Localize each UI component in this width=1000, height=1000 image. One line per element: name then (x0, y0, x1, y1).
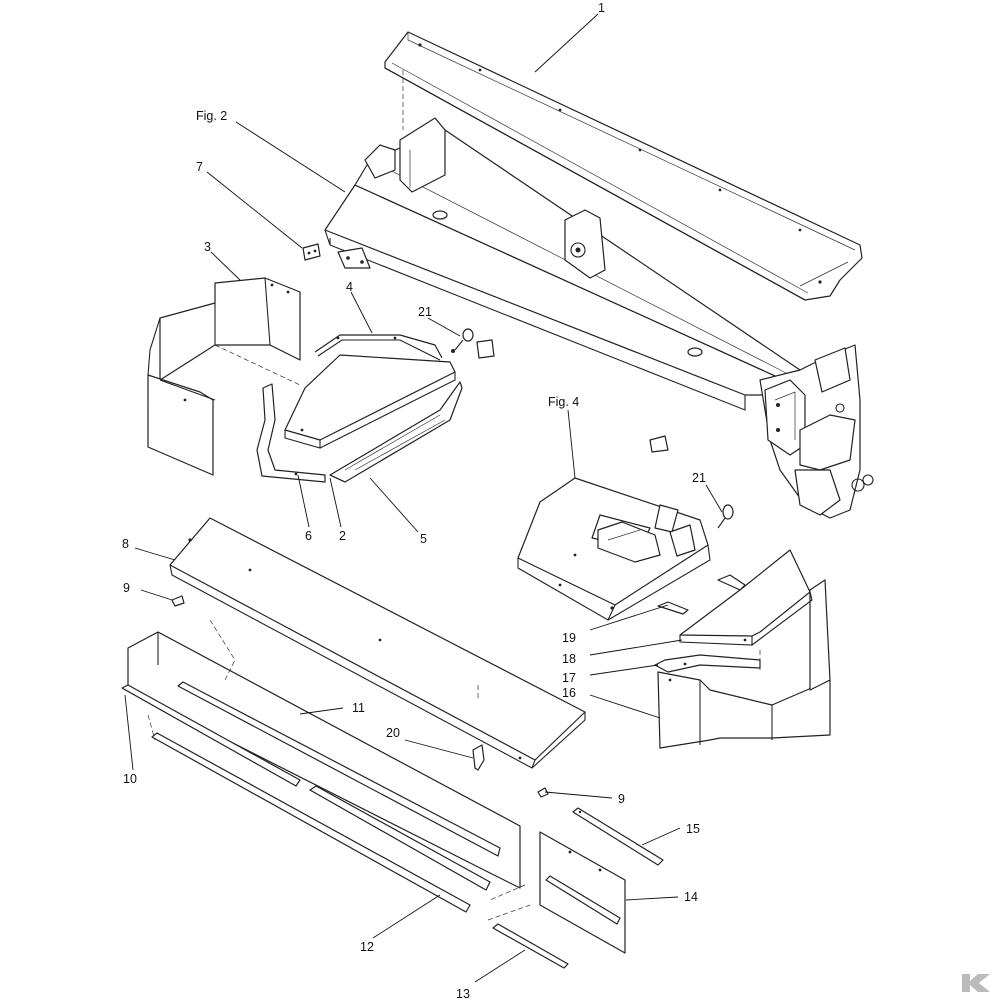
callout-fig-2: Fig. 2 (196, 109, 227, 123)
part-9-clip-upper (171, 595, 185, 607)
part-2-deflector-plate (284, 354, 456, 449)
part-1-top-rail (384, 31, 863, 301)
callout-17: 17 (562, 671, 576, 685)
part-5-slider-plate (329, 381, 463, 483)
part-8-long-cover (169, 517, 586, 769)
part-13-strip (492, 923, 569, 969)
leader-lines (124, 13, 723, 983)
part-17-strap (654, 654, 761, 673)
part-18-deflector-plate (679, 549, 813, 646)
callout-19: 19 (562, 631, 576, 645)
callout-11: 11 (352, 701, 365, 715)
callout-fig-4: Fig. 4 (548, 395, 579, 409)
part-7-bracket (302, 243, 321, 261)
callout-6: 6 (305, 529, 312, 543)
callout-2: 2 (339, 529, 346, 543)
part-9-clip-lower (537, 787, 549, 798)
callout-15: 15 (686, 822, 700, 836)
part-16-right-shield (657, 579, 831, 749)
callout-5: 5 (420, 532, 427, 546)
part-14-lower-panel (487, 831, 626, 954)
callout-16: 16 (562, 686, 576, 700)
part-21-pin-right (717, 504, 734, 529)
brand-logo-icon (962, 974, 990, 992)
callout-8: 8 (122, 537, 129, 551)
callout-10: 10 (123, 772, 137, 786)
callout-4: 4 (346, 280, 353, 294)
callout-9-lower: 9 (618, 792, 625, 806)
part-12-strip (309, 785, 491, 891)
callout-labels: 1 Fig. 2 7 3 4 21 6 2 5 Fig. 4 21 8 9 19… (122, 1, 706, 1000)
part-21-pin-left (451, 328, 495, 359)
part-10-long-strip (121, 684, 471, 913)
part-20-clip (472, 744, 485, 771)
part-19-link (657, 574, 746, 615)
callout-21-right: 21 (692, 471, 706, 485)
callout-14: 14 (684, 890, 698, 904)
part-3-side-shield (147, 277, 301, 476)
callout-21-left: 21 (418, 305, 432, 319)
callout-7: 7 (196, 160, 203, 174)
part-4-stay-rod (314, 334, 443, 361)
callout-12: 12 (360, 940, 374, 954)
fig-2-main-frame (324, 117, 874, 519)
callout-13: 13 (456, 987, 470, 1000)
part-15-strip (572, 807, 664, 866)
part-6-side-strap (256, 383, 326, 483)
callout-1: 1 (598, 1, 605, 15)
callout-18: 18 (562, 652, 576, 666)
callout-20: 20 (386, 726, 400, 740)
callout-9-upper: 9 (123, 581, 130, 595)
fig-4-center-console (517, 477, 711, 621)
callout-3: 3 (204, 240, 211, 254)
